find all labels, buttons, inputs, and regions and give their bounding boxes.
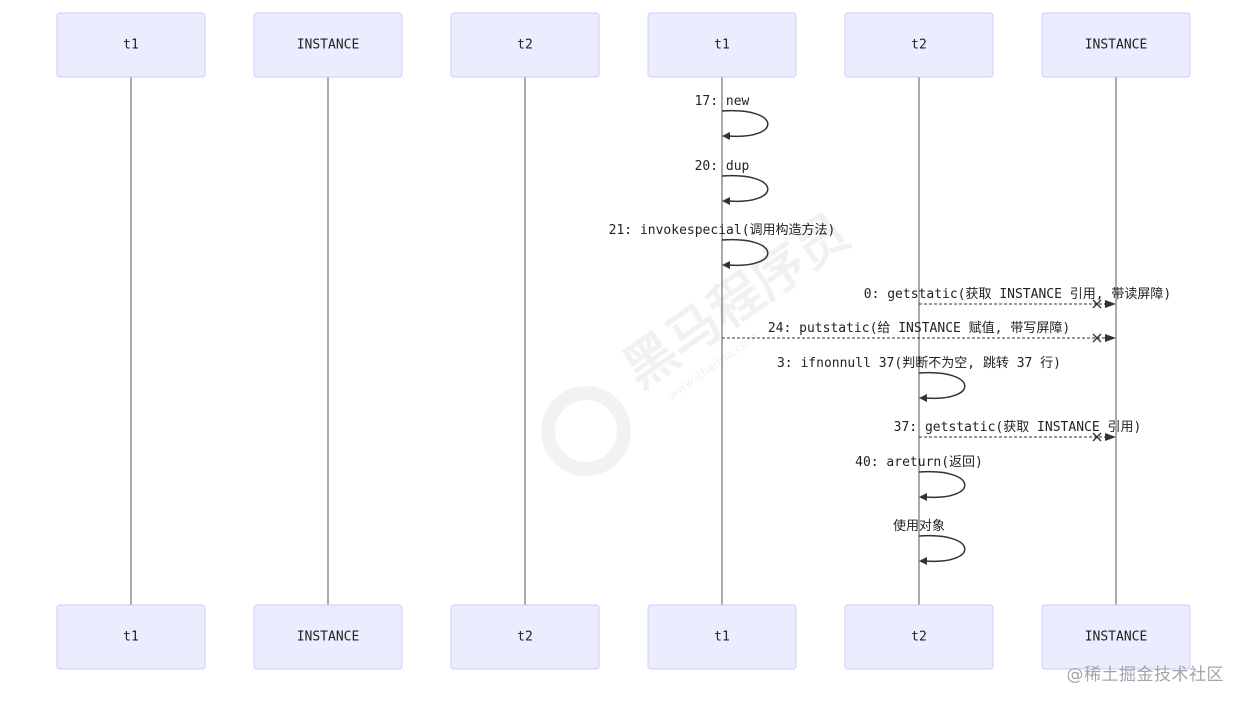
participant-label: t2: [517, 630, 533, 645]
cross-mark: [1092, 333, 1102, 343]
participants-top: t1 INSTANCE t2 t1 t2 INSTANCE: [56, 12, 1191, 78]
self-call-loop: [721, 174, 769, 203]
participant-bottom-5: INSTANCE: [1041, 604, 1191, 670]
participant-top-4: t2: [844, 12, 994, 78]
watermark-logo-circle: [541, 386, 631, 476]
participant-label: t1: [123, 38, 139, 53]
message-2: 21: invokespecial(调用构造方法): [609, 222, 836, 269]
participant-top-5: INSTANCE: [1041, 12, 1191, 78]
arrow-head: [722, 197, 730, 205]
arrow-head: [722, 132, 730, 140]
self-call-loop: [918, 534, 966, 563]
message-0: 17: new: [695, 94, 769, 140]
messages: 17: new 20: dup 21: invokespecial(调用构造方法) 0…: [609, 94, 1172, 565]
credit-watermark: @稀土掘金技术社区: [1066, 665, 1224, 685]
message-label: 0: getstatic(获取 INSTANCE 引用, 带读屏障): [864, 287, 1172, 302]
participant-bottom-4: t2: [844, 604, 994, 670]
participant-top-3: t1: [647, 12, 797, 78]
arrow-head: [722, 261, 730, 269]
participant-box: [253, 604, 403, 670]
participant-box: [1041, 604, 1191, 670]
message-1: 20: dup: [695, 159, 769, 205]
arrow-head: [1105, 433, 1116, 441]
participant-label: t1: [714, 38, 730, 53]
message-3: 0: getstatic(获取 INSTANCE 引用, 带读屏障): [864, 287, 1172, 309]
participant-top-2: t2: [450, 12, 600, 78]
arrow-head: [919, 557, 927, 565]
participant-box: [844, 604, 994, 670]
cross-mark: [1092, 432, 1102, 442]
message-label: 使用对象: [893, 518, 945, 534]
message-label: 21: invokespecial(调用构造方法): [609, 222, 836, 238]
message-7: 40: areturn(返回): [855, 455, 983, 501]
self-call-loop: [721, 238, 769, 267]
message-label: 20: dup: [695, 159, 750, 174]
message-label: 17: new: [695, 94, 750, 109]
message-label: 3: ifnonnull 37(判断不为空, 跳转 37 行): [777, 356, 1061, 371]
participant-box: [450, 12, 600, 78]
participant-label: INSTANCE: [1085, 38, 1148, 53]
participant-top-0: t1: [56, 12, 206, 78]
message-8: 使用对象: [893, 518, 966, 565]
participant-box: [647, 604, 797, 670]
message-6: 37: getstatic(获取 INSTANCE 引用): [894, 420, 1142, 442]
participant-bottom-2: t2: [450, 604, 600, 670]
self-call-loop: [721, 109, 769, 138]
participants-bottom: t1 INSTANCE t2 t1 t2 INSTANCE: [56, 604, 1191, 670]
participant-box: [253, 12, 403, 78]
self-call-loop: [918, 470, 966, 499]
participant-label: INSTANCE: [297, 630, 360, 645]
arrow-head: [1105, 334, 1116, 342]
message-5: 3: ifnonnull 37(判断不为空, 跳转 37 行): [777, 356, 1061, 402]
participant-label: t1: [123, 630, 139, 645]
participant-label: INSTANCE: [297, 38, 360, 53]
message-4: 24: putstatic(给 INSTANCE 赋值, 带写屏障): [722, 320, 1116, 343]
participant-box: [647, 12, 797, 78]
message-label: 24: putstatic(给 INSTANCE 赋值, 带写屏障): [768, 320, 1070, 336]
lifelines: [130, 77, 1117, 605]
participant-label: t2: [911, 38, 927, 53]
participant-box: [844, 12, 994, 78]
message-label: 37: getstatic(获取 INSTANCE 引用): [894, 420, 1142, 435]
cross-mark: [1092, 299, 1102, 309]
arrow-head: [919, 493, 927, 501]
participant-box: [56, 604, 206, 670]
participant-bottom-1: INSTANCE: [253, 604, 403, 670]
self-call-loop: [918, 371, 966, 400]
participant-top-1: INSTANCE: [253, 12, 403, 78]
message-label: 40: areturn(返回): [855, 455, 983, 470]
participant-box: [1041, 12, 1191, 78]
participant-box: [56, 12, 206, 78]
participant-bottom-0: t1: [56, 604, 206, 670]
participant-label: t2: [517, 38, 533, 53]
arrow-head: [1105, 300, 1116, 308]
participant-label: INSTANCE: [1085, 630, 1148, 645]
arrow-head: [919, 394, 927, 402]
participant-box: [450, 604, 600, 670]
participant-bottom-3: t1: [647, 604, 797, 670]
participant-label: t1: [714, 630, 730, 645]
participant-label: t2: [911, 630, 927, 645]
